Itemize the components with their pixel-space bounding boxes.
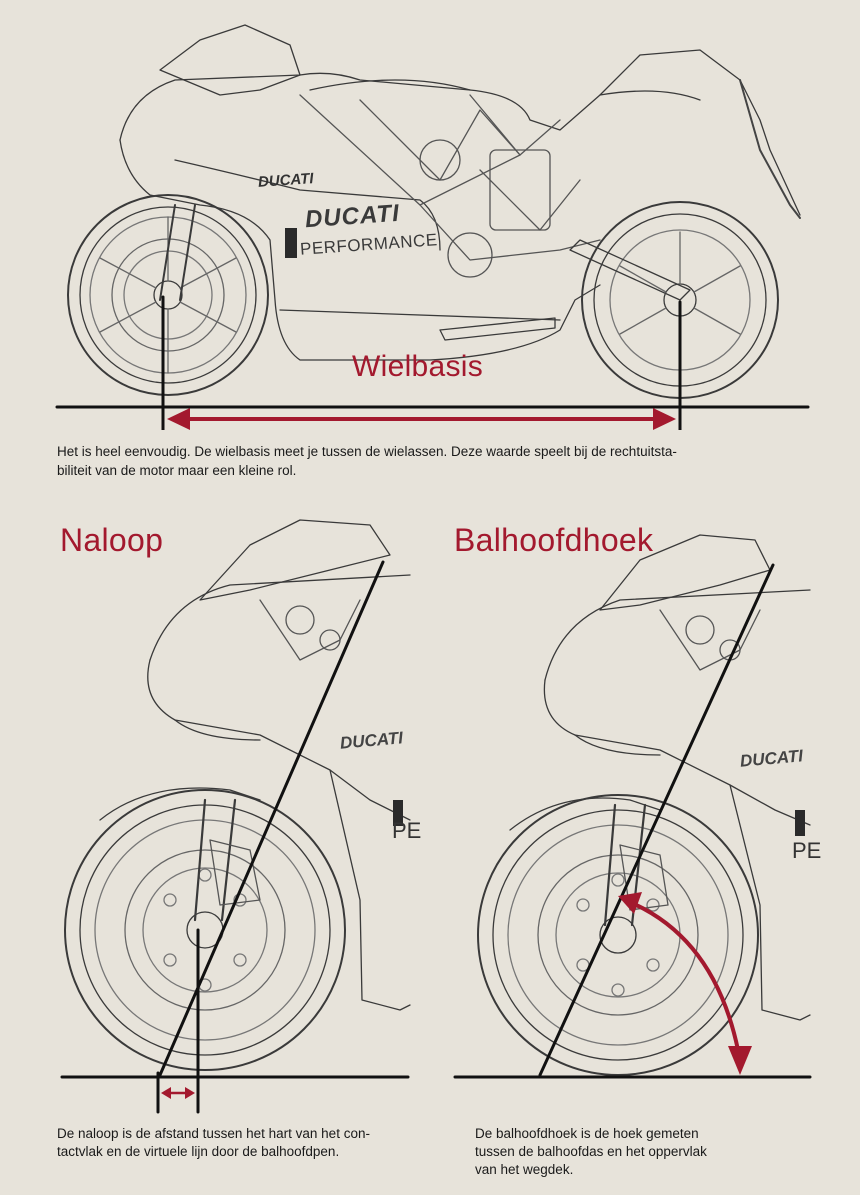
trail-fairing xyxy=(99,519,411,1011)
trail-title: Naloop xyxy=(60,522,164,558)
wheelbase-arrow xyxy=(167,408,676,430)
trail-distance-arrow xyxy=(161,1087,195,1099)
full-motorcycle-illustration xyxy=(55,24,810,430)
trail-caption-line-2: tactvlak en de virtuele lijn door de bal… xyxy=(57,1144,340,1159)
front-wheel xyxy=(67,194,269,396)
rake-caption-line-1: De balhoofdhoek is de hoek gemeten xyxy=(475,1126,699,1141)
rake-angle-arrow xyxy=(618,892,752,1075)
trail-caption-line-1: De naloop is de afstand tussen het hart … xyxy=(57,1126,370,1141)
rake-panel-text: PE xyxy=(792,838,822,863)
trail-fork xyxy=(193,798,261,922)
rake-fairing xyxy=(509,534,811,1021)
swingarm xyxy=(569,239,691,301)
rake-illustration xyxy=(453,534,812,1079)
trellis-frame xyxy=(299,94,601,278)
wheelbase-caption-line-1: Het is heel eenvoudig. De wielbasis meet… xyxy=(57,444,677,459)
rake-front-wheel xyxy=(477,794,759,1076)
trail-panel-text: PE xyxy=(392,818,422,843)
wheelbase-label: Wielbasis xyxy=(352,350,484,383)
rake-caption-line-3: van het wegdek. xyxy=(475,1162,574,1177)
rake-steering-axis xyxy=(538,563,775,1077)
trail-illustration xyxy=(60,519,411,1114)
rake-title: Balhoofdhoek xyxy=(454,522,654,558)
wheelbase-caption-line-2: biliteit van de motor maar een kleine ro… xyxy=(57,463,297,478)
fairing-outline xyxy=(119,24,801,361)
rake-caption-line-2: tussen de balhoofdas en het oppervlak xyxy=(475,1144,707,1159)
front-fork xyxy=(159,204,196,301)
trail-front-wheel xyxy=(64,789,346,1071)
